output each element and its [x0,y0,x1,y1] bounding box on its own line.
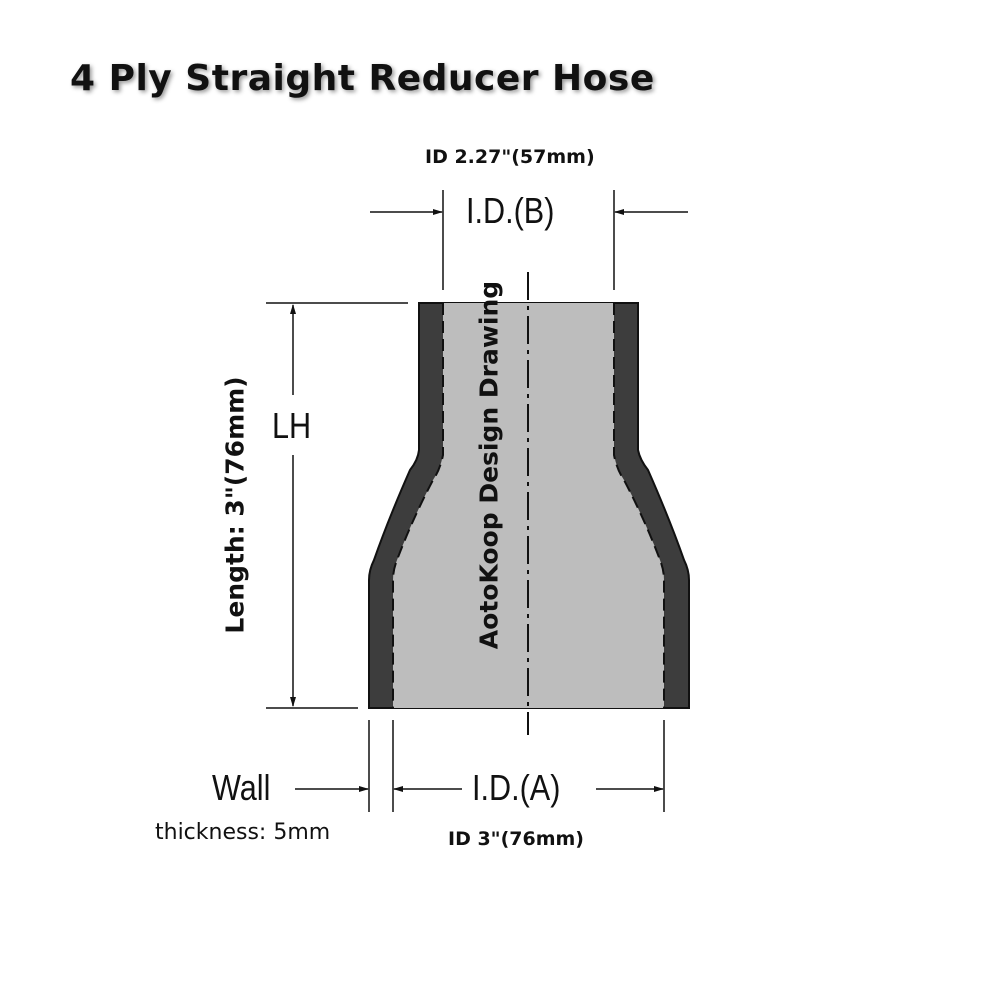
wall-label: Wall [212,767,271,808]
id-b-value: ID 2.27"(57mm) [425,146,595,168]
watermark-text: AotoKoop Design Drawing [474,280,504,650]
inner-diameter-hidden-lines [392,303,665,708]
lh-label: LH [272,405,312,446]
diagram-title: 4 Ply Straight Reducer Hose [70,58,655,99]
wall-thickness-value: thickness: 5mm [155,820,331,845]
id-a-label: I.D.(A) [472,767,561,808]
id-a-value: ID 3"(76mm) [448,828,584,850]
length-value: Length: 3"(76mm) [220,376,250,634]
dimension-lines [266,190,688,812]
id-b-label: I.D.(B) [466,190,555,231]
